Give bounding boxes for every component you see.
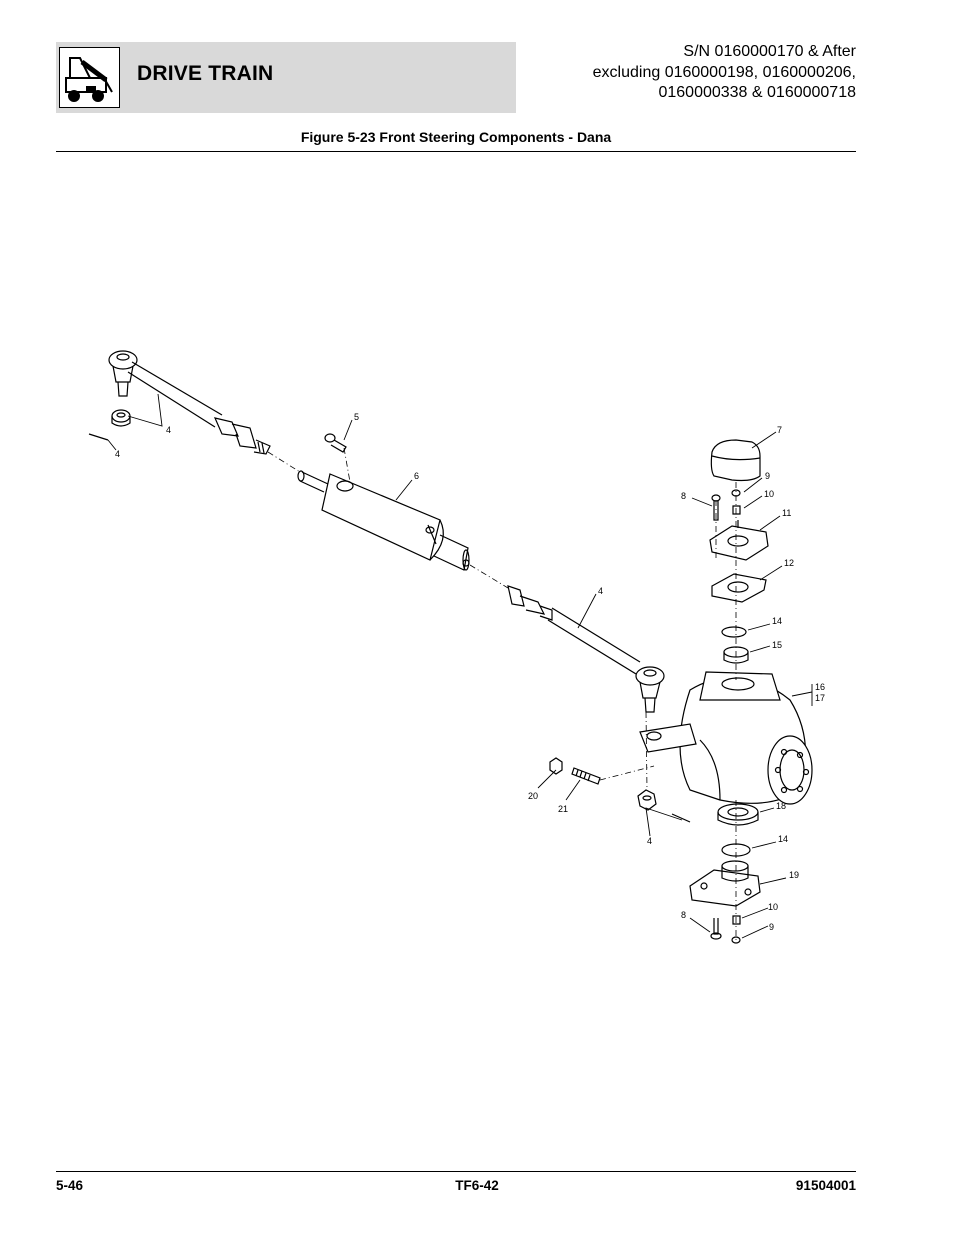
manual-number: 91504001 xyxy=(795,1178,856,1193)
fitting-10 xyxy=(732,505,741,515)
figure-title: Figure 5-23 Front Steering Components - … xyxy=(300,129,612,145)
callout-15: 15 xyxy=(772,640,782,650)
callout-19: 19 xyxy=(789,870,799,880)
callout-6: 6 xyxy=(414,471,419,481)
header-band xyxy=(56,42,516,113)
bearing-18 xyxy=(717,803,759,826)
bolt-5 xyxy=(324,433,347,453)
callout-21: 21 xyxy=(558,804,568,814)
callout-9: 9 xyxy=(769,922,774,932)
callout-12: 12 xyxy=(784,558,794,568)
upper-bearing-cap-11 xyxy=(709,520,769,561)
steering-cylinder xyxy=(297,470,470,571)
tie-rod-end-left xyxy=(108,350,223,428)
bolt-8-bottom xyxy=(710,918,722,940)
callout-10: 10 xyxy=(764,489,774,499)
bolt-8-top xyxy=(711,494,721,521)
callout-4: 4 xyxy=(115,449,120,459)
footer-rule xyxy=(56,1171,856,1172)
nut-4-lower xyxy=(637,789,657,811)
callout-10: 10 xyxy=(768,902,778,912)
callout-18: 18 xyxy=(776,801,786,811)
section-title: DRIVE TRAIN xyxy=(137,62,274,85)
header-rule xyxy=(56,151,856,152)
callout-4: 4 xyxy=(166,425,171,435)
callout-8: 8 xyxy=(681,491,686,501)
tie-rod-end-right xyxy=(507,585,665,713)
callout-16: 16 xyxy=(815,682,825,692)
callout-4: 4 xyxy=(598,586,603,596)
plug-9-bottom xyxy=(731,936,741,944)
adjuster-sleeve-left xyxy=(213,417,271,455)
steering-knuckle xyxy=(639,671,813,805)
nut-20 xyxy=(549,757,563,775)
fitting-10-bottom xyxy=(732,915,741,925)
callout-20: 20 xyxy=(528,791,538,801)
shim-12 xyxy=(711,573,767,603)
callout-8: 8 xyxy=(681,910,686,920)
model-number: TF6-42 xyxy=(455,1178,499,1193)
cap-7 xyxy=(710,439,761,482)
callout-11: 11 xyxy=(782,508,791,518)
seal-14-top xyxy=(721,626,747,638)
callout-14: 14 xyxy=(772,616,782,626)
callout-4: 4 xyxy=(647,836,652,846)
telehandler-machine-icon xyxy=(59,47,120,108)
callout-5: 5 xyxy=(354,412,359,422)
callout-7: 7 xyxy=(777,425,782,435)
callout-14: 14 xyxy=(778,834,788,844)
cotter-pin-lower xyxy=(671,813,691,823)
nut-left xyxy=(111,409,131,427)
serial-line: excluding 0160000198, 0160000206, xyxy=(592,63,856,81)
callout-9: 9 xyxy=(765,471,770,481)
cotter-pin xyxy=(88,433,109,441)
page-number: 5-46 xyxy=(56,1178,84,1193)
steering-components-diagram: 4 4 5 6 4 7 8 9 10 11 12 14 15 16 17 18 … xyxy=(88,350,825,944)
stud-21 xyxy=(571,767,601,785)
serial-line: 0160000338 & 0160000718 xyxy=(658,84,856,101)
serial-number-range: S/N 0160000170 & After excluding 0160000… xyxy=(496,42,856,104)
serial-line: S/N 0160000170 & After xyxy=(683,43,856,60)
callout-17: 17 xyxy=(815,693,825,703)
lower-bearing-cap-19 xyxy=(689,860,761,907)
